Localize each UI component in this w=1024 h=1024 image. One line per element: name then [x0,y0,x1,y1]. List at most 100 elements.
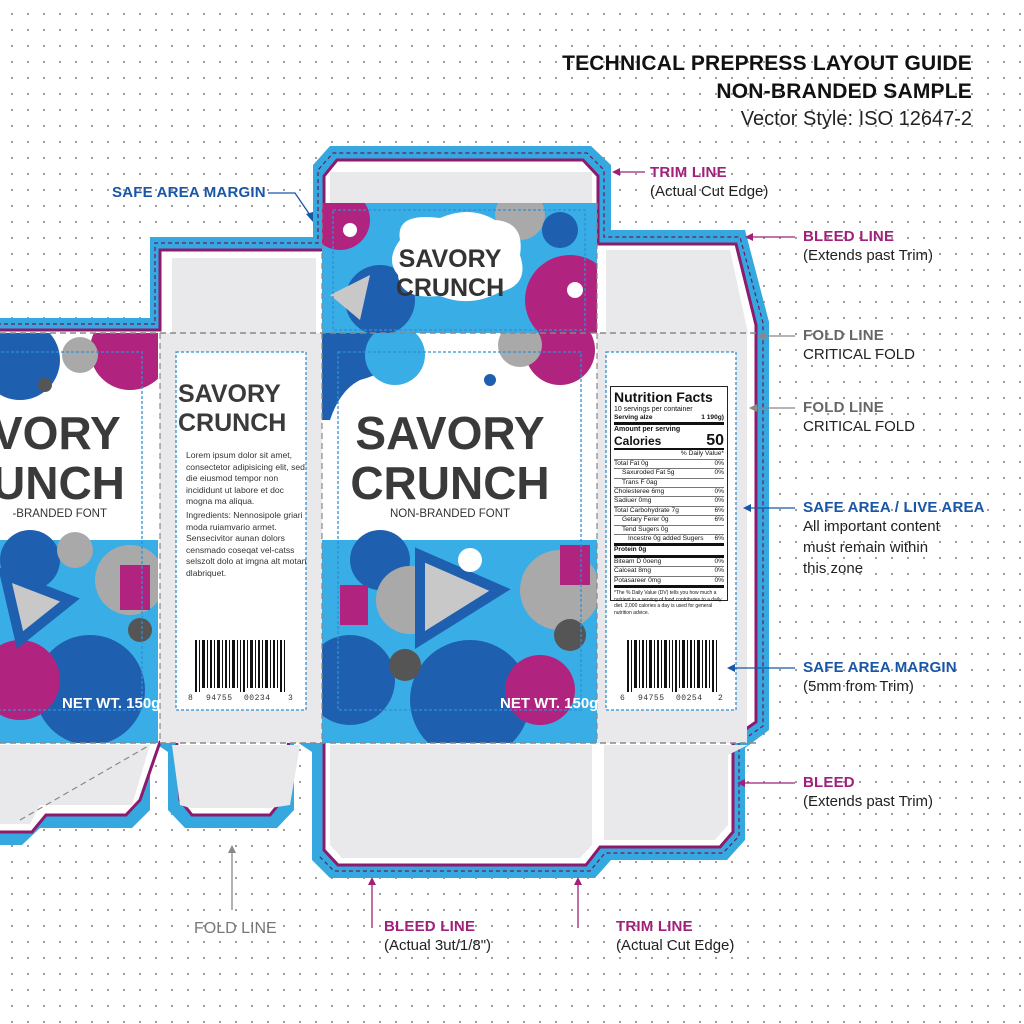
nutrition-row: Protein 0g [614,546,724,558]
callout-fold2-title: FOLD LINE [803,399,884,416]
nutrition-row-value: 6% [714,535,724,543]
nutrition-row-label: Potasareer 0mg [614,576,661,584]
nutrition-row-value: 0% [714,469,724,477]
back-safe-area [605,351,737,711]
callout-safe-area-line2: must remain within [803,539,929,556]
callout-trim-top: TRIM LINE (Actual Cut Edge) [650,164,768,202]
nutrition-calories: Calories 50 [614,432,724,451]
nutrition-row: Trans F 0ag [614,478,724,489]
callout-safe-margin-right-sub: (5mm from Trim) [803,678,914,695]
nutrition-row-value: 0% [714,459,724,467]
nutrition-row: Calceat 8mg 0% [614,567,724,577]
nutrition-row: Saxuroded Fat 5g 0% [614,469,724,479]
nutrition-row-value: 6% [714,506,724,514]
left-panel-subtitle: -BRANDED FONT [12,508,107,520]
left-panel-brand-line1: VORY [0,407,121,459]
arrowhead-bleed-bottom [368,877,376,885]
barcode-side-d2: 94755 [206,694,233,703]
arrowhead-bleed-top [745,233,753,241]
trim-dashed [0,152,764,872]
callout-bleed-top: BLEED LINE (Extends past Trim) [803,228,933,266]
callout-fold1: FOLD LINE CRITICAL FOLD [803,327,915,365]
callout-fold-bottom: FOLD LINE [194,920,277,937]
fold-line-diag [19,744,151,821]
nutrition-row-value [722,526,724,534]
callout-safe-area: SAFE AREA / LIVE AREA All important cont… [803,499,985,579]
front-panel-subtitle: NON-BRANDED FONT [389,508,511,520]
nutrition-row-label: Saxuroded Fat 5g [622,469,675,477]
callout-safe-margin-right: SAFE AREA MARGIN (5mm from Trim) [803,659,957,697]
callout-trim-top-title: TRIM LINE [650,164,727,181]
side-top-flap [172,258,316,333]
nutrition-row-label: Sadiuer 0mg [614,497,652,505]
barcode-back-d2: 94755 [638,694,665,703]
nutrition-row-value [722,546,724,554]
side-panel-body: Lorem ipsum dolor sit amet, consectetor … [186,450,305,506]
callout-safe-margin-top: SAFE AREA MARGIN [112,184,266,201]
callout-safe-area-title: SAFE AREA / LIVE AREA [803,499,985,516]
nutrition-servings: 10 servings per container [614,406,693,413]
callout-fold1-title: FOLD LINE [803,327,884,344]
callout-bleed-bottom-sub: (Actual 3ut/1/8") [384,937,492,954]
arrowhead-trim-top [612,168,620,176]
arrowhead-fold-bottom [228,845,236,853]
nutrition-dv-header-text: % Daily Value* [680,450,724,458]
nutrition-row-label: Protein 0g [614,546,647,554]
nutrition-row-value: 0% [714,497,724,505]
barcode-back-d1: 6 [620,694,626,703]
nutrition-row-value: 0% [714,567,724,575]
nutrition-row-label: Cholesteree 6mg [614,488,665,496]
barcode-side-d1: 8 [188,694,194,703]
nutrition-row-label: Trans F 0ag [622,478,658,486]
arrowhead-trim-bottom [574,877,582,885]
nutrition-row-value [722,479,724,487]
callout-bleed-top-sub: (Extends past Trim) [803,247,934,264]
nutrition-amount-label: Amount per serving [614,426,681,434]
callout-bleed-bottom-title: BLEED LINE [384,918,476,935]
nutrition-row-label: Tend Sugers 0g [622,525,669,533]
barcode-side-d3: 00234 [244,694,271,703]
nutrition-row: Sadiuer 0mg 0% [614,497,724,507]
header-subtitle: NON-BRANDED SAMPLE [716,80,972,103]
header-title: TECHNICAL PREPRESS LAYOUT GUIDE [562,52,972,75]
top-safe-area [332,209,586,331]
top-lid-brand-line2: CRUNCH [395,274,505,302]
nutrition-row-value: 0% [714,488,724,496]
nutrition-calories-value: 50 [706,432,724,450]
top-lid-pattern [322,203,597,333]
side-bottom-flap [172,745,300,808]
left-safe-area [0,351,143,711]
front-bottom-flap [330,745,592,858]
top-lid-brand-line1: SAVORY [398,245,502,273]
right-top-flap [606,250,748,333]
nutrition-row-label: Calceat 8mg [614,567,652,575]
nutrition-row-value: 0% [714,557,724,565]
arrowheads [228,168,765,885]
header-standard: Vector Style: ISO 12647-2 [740,108,972,130]
callout-bleed-right-sub: (Extends past Trim) [803,793,934,810]
left-panel-brand: VORY UNCH [0,407,125,509]
nutrition-title: Nutrition Facts [614,389,713,405]
nutrition-row-value: 0% [714,576,724,584]
side-panel-brand: SAVORY CRUNCH [178,380,308,438]
callout-safe-margin-right-title: SAFE AREA MARGIN [803,659,957,676]
nutrition-facts-panel: Nutrition Facts 10 servings per containe… [610,386,728,616]
arrow-safe-margin-top [268,192,313,219]
barcode-back-d3: 00254 [676,694,703,703]
callout-trim-bottom: TRIM LINE (Actual Cut Edge) [616,918,734,956]
arrowhead-safe-area [743,504,751,512]
arrowhead-safe-margin-right [727,664,735,672]
left-panel-brand-line2: UNCH [0,457,125,509]
callout-arrows [231,171,795,928]
callout-bleed-bottom: BLEED LINE (Actual 3ut/1/8") [384,918,491,956]
barcode-back [627,640,717,692]
nutrition-serving-value: 1 190g) [701,414,724,421]
side-panel-brand-line2: CRUNCH [178,409,287,437]
nutrition-calories-label: Calories [614,434,662,449]
arrowhead-safe-margin-top [306,212,313,222]
front-panel-brand-line2: CRUNCH [350,457,550,509]
